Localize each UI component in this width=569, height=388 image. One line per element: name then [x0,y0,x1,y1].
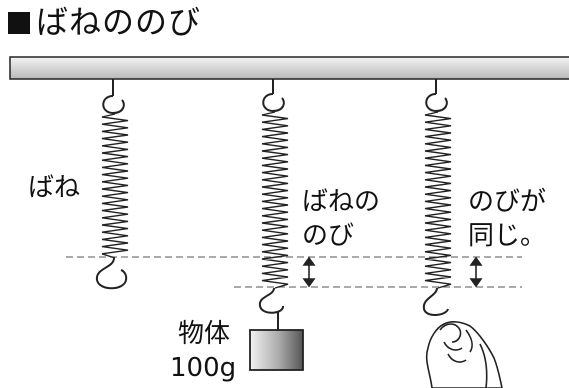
spring-icon [261,111,289,289]
hand-icon [425,321,503,388]
spring-unloaded [95,79,129,290]
spring-icon [101,113,129,259]
bottom-hook-icon [95,257,128,290]
label-same-line2: 同じ。 [468,221,547,251]
title-text: ばねののび [36,3,202,41]
spring-icon [424,111,452,289]
bottom-hook-icon [422,287,449,316]
label-object-line1: 物体 [178,319,231,349]
ceiling-bar [9,56,569,80]
top-hook-icon [425,93,448,113]
weight-block-icon [249,329,304,371]
spring-hand-pulled [422,79,452,316]
bottom-hook-icon [258,287,284,314]
double-arrow-icon [469,256,483,288]
top-hook-icon [102,95,125,115]
top-hook-icon [262,93,285,113]
square-bullet-icon [8,12,30,34]
label-stretch-line1: ばねの [302,187,381,217]
page-title: ばねののび [8,2,201,42]
label-same-line1: のびが [468,187,547,217]
label-spring: ばね [28,173,81,203]
label-stretch-line2: のび [302,221,355,251]
label-object-line2: 100g [170,353,237,383]
spring-weighted [258,79,289,330]
double-arrow-icon [302,256,316,288]
